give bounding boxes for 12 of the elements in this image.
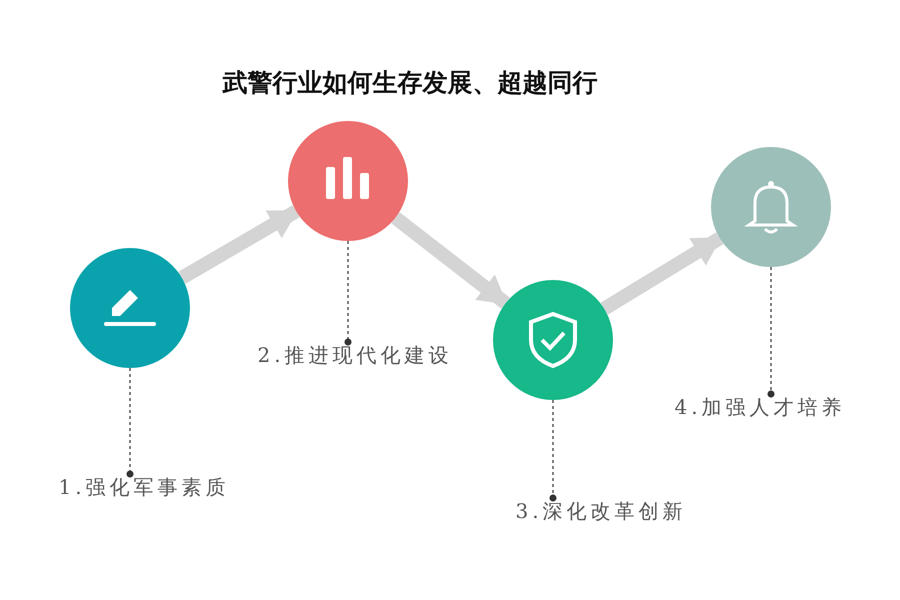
arrow — [600, 232, 724, 315]
leader-line — [126, 368, 134, 478]
leader-line — [768, 267, 774, 398]
step-label: 3.深化改革创新 — [516, 498, 687, 525]
step-label: 4.加强人才培养 — [674, 394, 846, 421]
step-label: 1.强化军事素质 — [58, 474, 230, 501]
arrow — [391, 212, 510, 309]
leader-line — [550, 400, 556, 502]
title: 武警行业如何生存发展、超越同行 — [221, 67, 598, 99]
step-label: 2.推进现代化建设 — [258, 342, 453, 369]
leader-line — [344, 241, 352, 346]
arrow — [178, 205, 300, 284]
